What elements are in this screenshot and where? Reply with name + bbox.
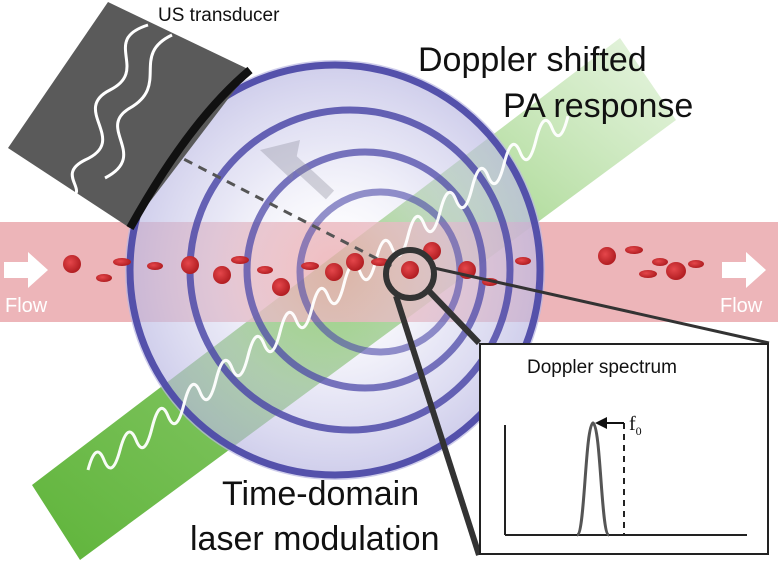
pa-ring-1	[126, 61, 544, 479]
magnifier-connector	[393, 295, 482, 556]
transducer-wave	[69, 23, 149, 200]
f0-label: f0	[629, 413, 642, 438]
rbc	[113, 258, 131, 266]
propagation-arrow-icon	[260, 140, 335, 200]
rbc	[147, 262, 163, 270]
doppler-label-line1: Doppler shifted	[418, 41, 647, 79]
rbc	[666, 262, 686, 280]
magnifier-connector	[433, 266, 770, 345]
transducer-face	[126, 66, 253, 230]
rbc	[272, 278, 290, 296]
rbc	[346, 253, 364, 271]
doppler-spectrum-inset: Doppler spectrum f0	[479, 343, 769, 555]
inset-title: Doppler spectrum	[527, 357, 677, 378]
rbc	[213, 266, 231, 284]
laser-modulation-wave	[86, 115, 570, 471]
flow-label-right: Flow	[720, 295, 763, 317]
transducer-axis	[169, 150, 396, 270]
rbc	[231, 256, 249, 264]
rbc	[96, 274, 112, 282]
magnifier-connector	[425, 287, 482, 346]
rbc	[257, 266, 273, 274]
doppler-label-line2: PA response	[503, 87, 694, 125]
rbc	[625, 246, 643, 254]
flow-label-left: Flow	[5, 295, 48, 317]
rbc	[688, 260, 704, 268]
transducer-label: US transducer	[158, 5, 280, 26]
rbc	[598, 247, 616, 265]
rbc	[325, 263, 343, 281]
laser-label-line2: laser modulation	[190, 520, 440, 558]
rbc	[401, 261, 419, 279]
rbc	[301, 262, 319, 270]
rbc	[181, 256, 199, 274]
magnifier-circle	[383, 247, 437, 301]
laser-label-line1: Time-domain	[222, 475, 420, 513]
shift-arrow-head-icon	[595, 417, 607, 429]
rbc	[639, 270, 657, 278]
spectrum-peak	[575, 421, 611, 537]
transducer-body	[8, 2, 250, 228]
rbc	[515, 257, 531, 265]
flow-arrow-icon	[4, 252, 48, 288]
pa-ring-3	[243, 148, 487, 392]
flow-arrow-icon	[722, 252, 766, 288]
rbc	[63, 255, 81, 273]
transducer-wave-2	[104, 33, 173, 180]
us-transducer	[8, 2, 253, 230]
rbc	[652, 258, 668, 266]
rbc	[371, 258, 389, 266]
spectrum-plot	[504, 417, 747, 537]
